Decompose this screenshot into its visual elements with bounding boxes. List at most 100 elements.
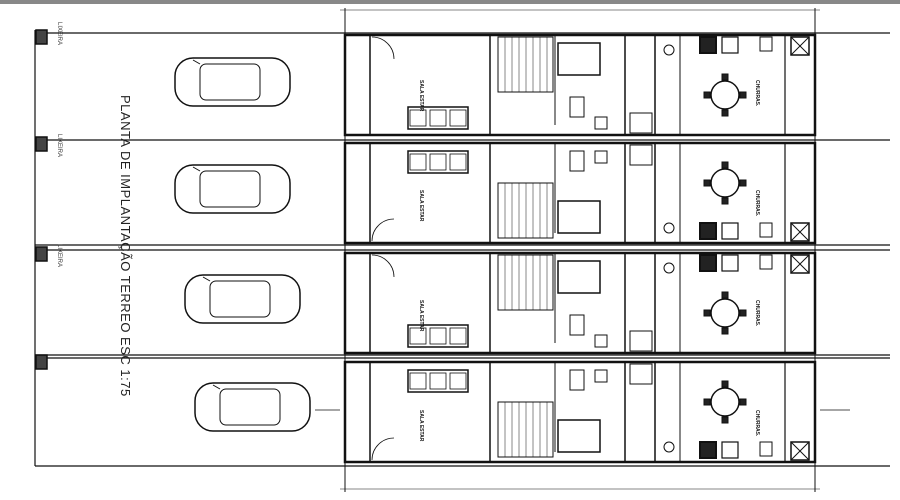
living-room-label: SALA ESTAR <box>418 80 424 112</box>
round-table-icon <box>710 298 740 328</box>
door-swing <box>371 36 395 60</box>
toilet-icon <box>663 262 675 274</box>
plan-title: PLANTA DE IMPLANTAÇÃO TERREO ESC 1:75 <box>118 95 133 397</box>
lavabo-box <box>629 144 653 166</box>
car-roof <box>199 63 261 101</box>
sink-icon <box>759 222 773 238</box>
staircase-icon <box>497 36 554 93</box>
sofa-cushion <box>409 153 427 171</box>
sofa-cushion <box>409 372 427 390</box>
chair-icon <box>703 179 711 187</box>
sink-icon <box>759 36 773 52</box>
chair-icon <box>721 416 729 424</box>
sofa-icon <box>407 324 469 348</box>
dining-table-icon <box>557 42 601 76</box>
lixeira-box <box>35 29 48 45</box>
chair-icon <box>721 73 729 81</box>
sofa-cushion <box>429 372 447 390</box>
lixeira-box <box>35 246 48 262</box>
sink-icon <box>594 116 608 130</box>
car-mirror <box>192 59 201 65</box>
car-icon <box>184 274 301 324</box>
car-icon <box>194 382 311 432</box>
sink-icon <box>594 369 608 383</box>
car-roof <box>199 170 261 208</box>
sink-icon <box>759 254 773 270</box>
door-swing <box>371 437 395 461</box>
living-room-label: SALA ESTAR <box>418 190 424 222</box>
staircase-icon <box>497 254 554 311</box>
chair-icon <box>739 179 747 187</box>
top-border <box>0 0 900 4</box>
door-swing <box>371 254 395 278</box>
lixeira-box <box>35 354 48 370</box>
car-mirror <box>202 276 211 282</box>
grill-icon <box>699 254 717 272</box>
shaft-icon <box>790 254 810 274</box>
sofa-cushion <box>429 327 447 345</box>
car-roof <box>209 280 271 318</box>
car-roof <box>219 388 281 426</box>
sink-icon <box>594 334 608 348</box>
sofa-cushion <box>449 327 467 345</box>
staircase-icon <box>497 182 554 239</box>
round-table-icon <box>710 80 740 110</box>
counter-icon <box>721 254 739 272</box>
grill-icon <box>699 36 717 54</box>
car-mirror <box>192 166 201 172</box>
grill-icon <box>699 222 717 240</box>
lixeira-label: LIXEIRA <box>56 244 62 268</box>
chair-icon <box>721 327 729 335</box>
sofa-cushion <box>429 153 447 171</box>
toilet-icon <box>663 44 675 56</box>
living-room-label: SALA ESTAR <box>418 300 424 332</box>
grill-icon <box>699 441 717 459</box>
housing-unit <box>343 141 817 245</box>
chair-icon <box>703 398 711 406</box>
round-table-icon <box>710 387 740 417</box>
bbq-room-label: CHURRAS. <box>754 410 760 437</box>
lixeira-label: LIXEIRA <box>56 22 62 46</box>
chair-icon <box>721 291 729 299</box>
sofa-cushion <box>429 109 447 127</box>
chair-icon <box>739 398 747 406</box>
fridge-icon <box>569 314 585 336</box>
sofa-cushion <box>409 109 427 127</box>
chair-icon <box>703 91 711 99</box>
lavabo-box <box>629 112 653 134</box>
lixeira-box <box>35 136 48 152</box>
sink-icon <box>759 441 773 457</box>
car-icon <box>174 57 291 107</box>
car-mirror <box>212 384 221 390</box>
bbq-room-label: CHURRAS. <box>754 190 760 217</box>
dining-table-icon <box>557 200 601 234</box>
living-room-label: SALA ESTAR <box>418 410 424 442</box>
sofa-cushion <box>449 109 467 127</box>
counter-icon <box>721 222 739 240</box>
fridge-icon <box>569 150 585 172</box>
toilet-icon <box>663 222 675 234</box>
shaft-icon <box>790 441 810 461</box>
chair-icon <box>739 309 747 317</box>
lavabo-box <box>629 330 653 352</box>
housing-unit <box>343 251 817 355</box>
chair-icon <box>721 197 729 205</box>
shaft-cross <box>790 254 810 274</box>
shaft-cross <box>790 222 810 242</box>
sofa-icon <box>407 106 469 130</box>
dining-table-icon <box>557 419 601 453</box>
chair-icon <box>721 161 729 169</box>
chair-icon <box>703 309 711 317</box>
sofa-icon <box>407 369 469 393</box>
sofa-cushion <box>449 153 467 171</box>
shaft-cross <box>790 36 810 56</box>
fridge-icon <box>569 96 585 118</box>
counter-icon <box>721 441 739 459</box>
chair-icon <box>739 91 747 99</box>
bbq-room-label: CHURRAS. <box>754 300 760 327</box>
chair-icon <box>721 109 729 117</box>
shaft-cross <box>790 441 810 461</box>
car-icon <box>174 164 291 214</box>
shaft-icon <box>790 222 810 242</box>
